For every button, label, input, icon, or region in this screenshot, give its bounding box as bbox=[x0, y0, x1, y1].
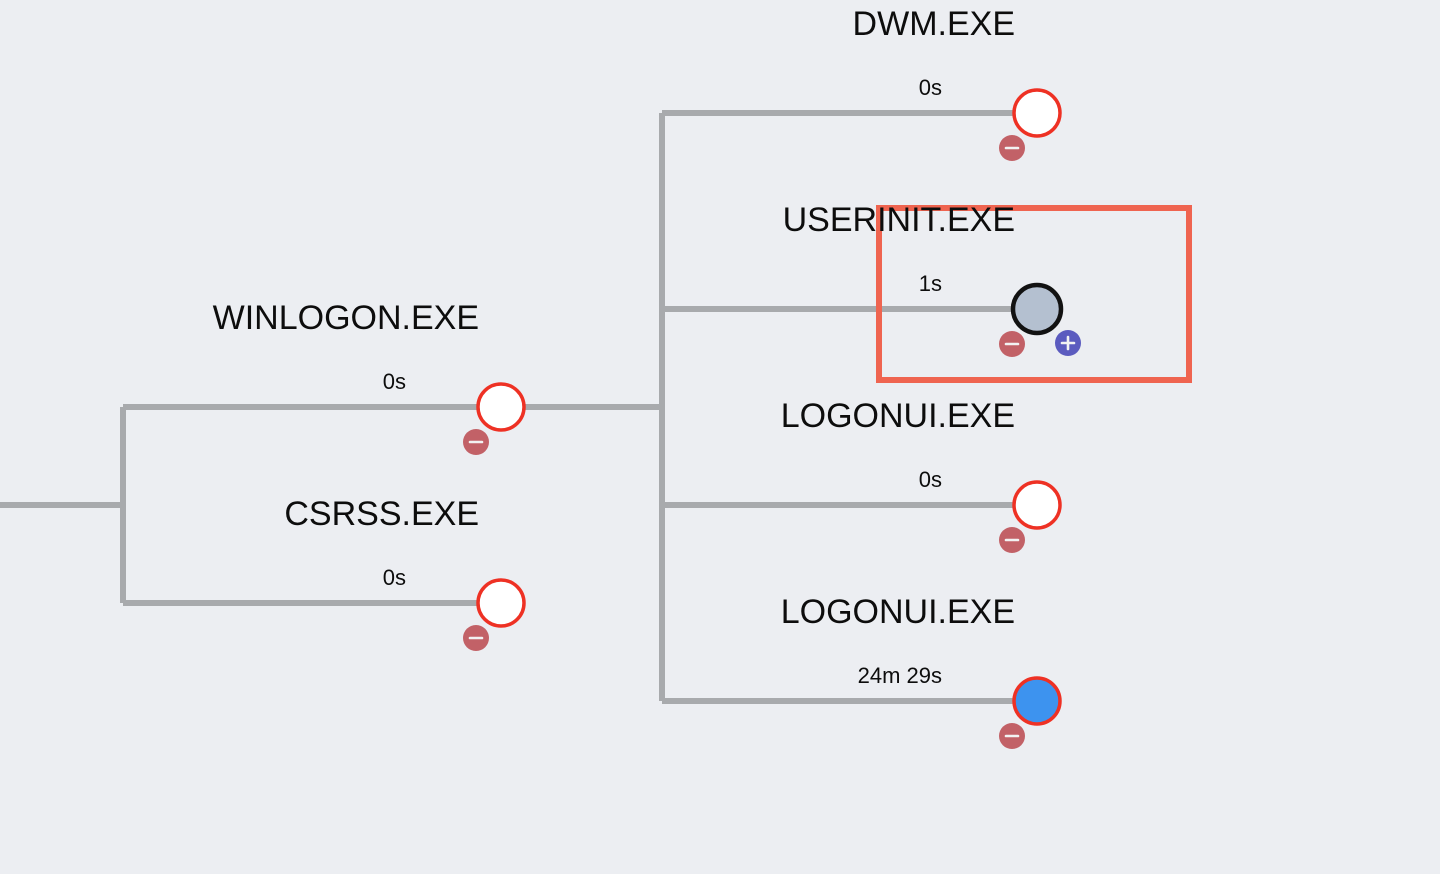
node-duration-userinit: 1s bbox=[919, 271, 942, 296]
node-circle-winlogon[interactable] bbox=[476, 382, 526, 432]
node-label-dwm: DWM.EXE bbox=[853, 5, 1015, 43]
node-label-winlogon: WINLOGON.EXE bbox=[213, 299, 479, 337]
tree-node-userinit[interactable]: USERINIT.EXE 1s bbox=[783, 201, 1081, 357]
collapse-node-button-csrss[interactable] bbox=[463, 625, 489, 651]
node-circle-logonui-1[interactable] bbox=[1012, 480, 1062, 530]
tree-node-dwm[interactable]: DWM.EXE 0s bbox=[853, 5, 1062, 161]
node-duration-logonui-2: 24m 29s bbox=[858, 663, 942, 688]
node-duration-csrss: 0s bbox=[383, 565, 406, 590]
tree-node-winlogon[interactable]: WINLOGON.EXE 0s bbox=[213, 299, 526, 455]
tree-node-logonui-1[interactable]: LOGONUI.EXE 0s bbox=[781, 397, 1062, 553]
node-label-logonui-2: LOGONUI.EXE bbox=[781, 593, 1015, 631]
expand-node-button-userinit[interactable] bbox=[1055, 330, 1081, 356]
tree-node-logonui-2[interactable]: LOGONUI.EXE 24m 29s bbox=[781, 593, 1062, 749]
tree-node-csrss[interactable]: CSRSS.EXE 0s bbox=[284, 495, 526, 651]
node-circle-userinit[interactable] bbox=[1010, 282, 1064, 336]
collapse-node-button-dwm[interactable] bbox=[999, 135, 1025, 161]
tree-edges bbox=[0, 110, 1056, 704]
node-label-csrss: CSRSS.EXE bbox=[284, 495, 479, 533]
collapse-node-button-logonui-2[interactable] bbox=[999, 723, 1025, 749]
node-duration-winlogon: 0s bbox=[383, 369, 406, 394]
collapse-node-button-userinit[interactable] bbox=[999, 331, 1025, 357]
node-circle-csrss[interactable] bbox=[476, 578, 526, 628]
selection-box-userinit bbox=[876, 205, 1192, 383]
collapse-node-button-winlogon[interactable] bbox=[463, 429, 489, 455]
tree-nodes: WINLOGON.EXE0sCSRSS.EXE0sDWM.EXE0sUSERIN… bbox=[213, 5, 1081, 749]
node-label-userinit: USERINIT.EXE bbox=[783, 201, 1015, 239]
node-duration-logonui-1: 0s bbox=[919, 467, 942, 492]
node-duration-dwm: 0s bbox=[919, 75, 942, 100]
selection-highlight-box bbox=[876, 205, 1192, 383]
node-circle-dwm[interactable] bbox=[1012, 88, 1062, 138]
node-label-logonui-1: LOGONUI.EXE bbox=[781, 397, 1015, 435]
node-circle-logonui-2[interactable] bbox=[1012, 676, 1062, 726]
collapse-node-button-logonui-1[interactable] bbox=[999, 527, 1025, 553]
